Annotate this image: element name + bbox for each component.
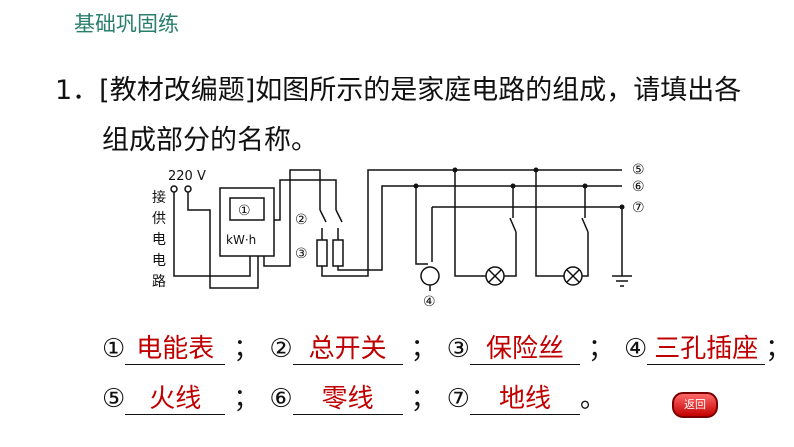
- separator: ；: [410, 334, 437, 364]
- label-6: ⑥: [632, 179, 645, 195]
- separator: ；: [233, 334, 260, 364]
- answer-num-5: ⑤: [102, 384, 126, 414]
- answer-blank-4: 三孔插座: [647, 334, 766, 365]
- answer-blank-6: 零线: [292, 384, 403, 415]
- answer-blank-2: 总开关: [292, 334, 403, 365]
- answer-num-2: ②: [269, 334, 293, 364]
- supply-label: 接供电电路: [152, 189, 166, 290]
- question-line-1: 1．[教材改编题]如图所示的是家庭电路的组成，请填出各: [55, 75, 742, 106]
- label-4: ④: [423, 294, 436, 310]
- answer-blank-7: 地线: [469, 384, 580, 415]
- label-5: ⑤: [632, 162, 645, 178]
- meter-number-label: ①: [238, 203, 251, 219]
- separator: ；: [765, 334, 792, 364]
- answer-num-6: ⑥: [269, 384, 293, 414]
- separator: ；: [587, 334, 614, 364]
- question-line-2: 组成部分的名称。: [102, 125, 318, 156]
- answer-blank-1: 电能表: [125, 334, 226, 365]
- answer-blank-3: 保险丝: [469, 334, 580, 365]
- back-button[interactable]: 返回: [672, 392, 718, 418]
- answer-num-7: ⑦: [446, 384, 470, 414]
- circuit-diagram: 220 V ① kW·h ② ③ ④ ⑤ ⑥ ⑦ 接供电电路: [152, 162, 645, 310]
- answer-num-4: ④: [623, 334, 648, 364]
- separator: ；: [233, 384, 260, 414]
- meter-unit-label: kW·h: [226, 233, 256, 247]
- label-3: ③: [295, 246, 308, 262]
- section-header: 基础巩固练: [74, 12, 179, 36]
- answer-num-1: ①: [102, 334, 126, 364]
- separator: ；: [410, 384, 437, 414]
- answer-num-3: ③: [446, 334, 470, 364]
- label-2: ②: [295, 212, 308, 228]
- voltage-label: 220 V: [168, 169, 206, 184]
- end-mark: 。: [579, 384, 606, 414]
- label-7: ⑦: [632, 200, 645, 216]
- answer-blank-5: 火线: [125, 384, 226, 415]
